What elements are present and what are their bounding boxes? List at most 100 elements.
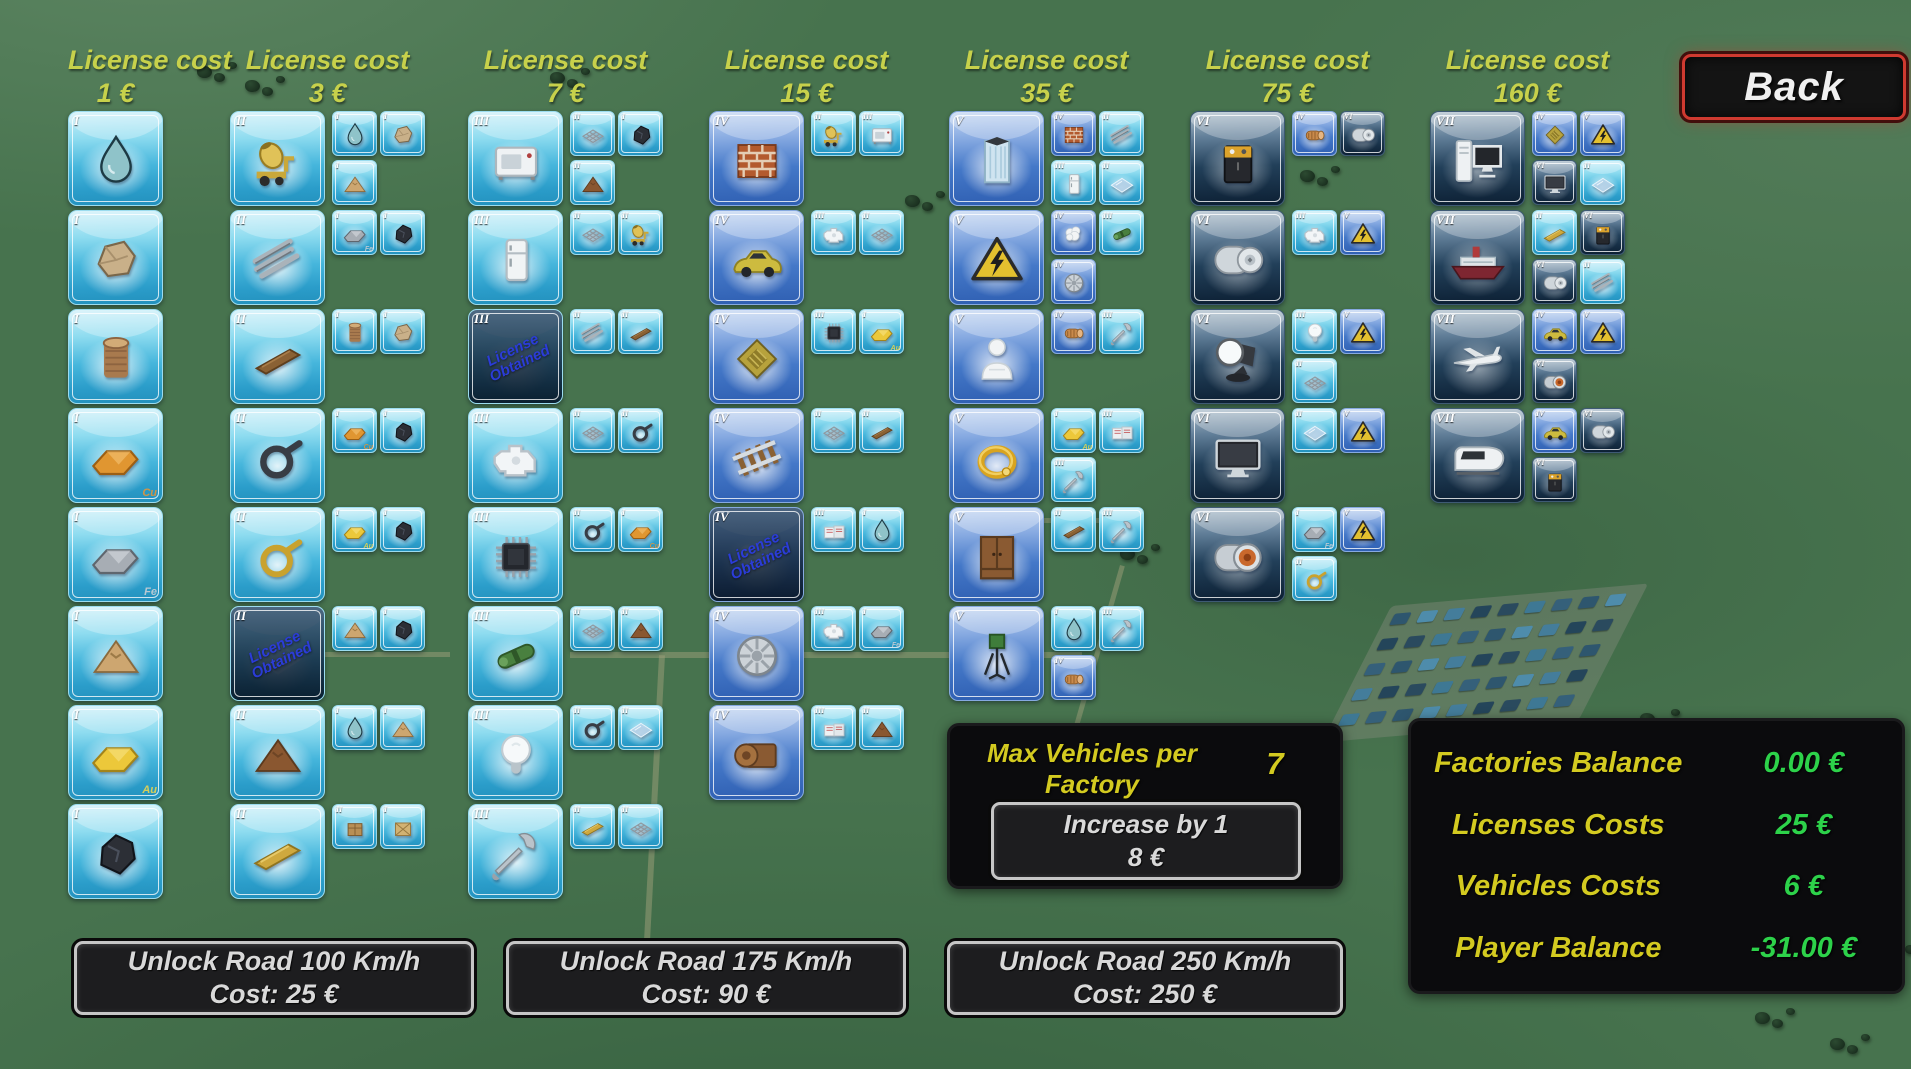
license-tile-water[interactable]: I: [68, 111, 163, 206]
license-tile-plank[interactable]: II: [230, 309, 325, 404]
tier-numeral: V: [955, 410, 964, 425]
license-tile-stone[interactable]: I: [68, 210, 163, 305]
license-tile-wardrobe[interactable]: V: [949, 507, 1044, 602]
license-tile-cpu[interactable]: IV: [709, 309, 804, 404]
tile-gloss: [860, 211, 903, 224]
license-obtained-text: License Obtained: [245, 626, 315, 682]
license-tile-bullet-train[interactable]: VII: [1430, 408, 1525, 503]
license-tile-microchip[interactable]: III: [468, 507, 563, 602]
license-tile-sand[interactable]: I: [68, 606, 163, 701]
increase-vehicles-button[interactable]: Increase by 1 8 €: [991, 802, 1301, 880]
tier-numeral: III: [474, 311, 490, 326]
ingredient-clay: II: [570, 160, 615, 205]
license-tile-battery[interactable]: VI: [1190, 111, 1285, 206]
license-tile-car[interactable]: IV: [709, 210, 804, 305]
license-tile-statue[interactable]: V: [949, 309, 1044, 404]
tier-numeral: VI: [1584, 211, 1593, 220]
license-tile-computer[interactable]: VII: [1430, 111, 1525, 206]
license-tile-oven[interactable]: III: [468, 111, 563, 206]
tile-gloss: [1293, 359, 1336, 372]
license-tile-gold-ring[interactable]: V: [949, 408, 1044, 503]
license-tile-searchlight[interactable]: VI: [1190, 309, 1285, 404]
license-tile-wheel[interactable]: IV: [709, 606, 804, 701]
tile-gloss: [571, 805, 614, 818]
tile-gloss: [1341, 508, 1384, 521]
tile-gloss: [1533, 359, 1576, 372]
copper-icon: [626, 516, 656, 546]
license-tile-wrench[interactable]: III: [468, 804, 563, 899]
tier-numeral: II: [236, 806, 247, 821]
license-tile-street-lamp[interactable]: V: [949, 606, 1044, 701]
license-tile-wood-log[interactable]: I: [68, 309, 163, 404]
clay-icon: [246, 723, 310, 787]
license-tile-airplane[interactable]: VII: [1430, 309, 1525, 404]
iron-icon: [867, 615, 897, 645]
ingredient-cotton: IV: [1051, 210, 1096, 255]
ingredient-motor: VI: [1340, 111, 1385, 156]
tier-numeral: II: [1103, 112, 1110, 121]
tile-bloom: [1057, 470, 1090, 498]
water-icon: [340, 714, 370, 744]
license-tile-clay[interactable]: II: [230, 705, 325, 800]
glass-icon: [1588, 169, 1618, 199]
license-tile-leather[interactable]: IV: [709, 705, 804, 800]
hazard-icon: [1588, 120, 1618, 150]
ingredient-beam: II: [570, 804, 615, 849]
tier-numeral: I: [1055, 409, 1059, 418]
engine-icon: [819, 615, 849, 645]
ingredient-cable: II: [570, 705, 615, 750]
license-tile-high-voltage-sign[interactable]: V: [949, 210, 1044, 305]
ingredient-mesh: II: [570, 210, 615, 255]
license-tile-steel-pipes[interactable]: II: [230, 210, 325, 305]
tier-numeral: I: [74, 212, 80, 227]
license-tile-fridge[interactable]: III: [468, 210, 563, 305]
license-tile-bricks[interactable]: IV: [709, 111, 804, 206]
increase-vehicles-label: Increase by 1: [1063, 809, 1229, 839]
back-button[interactable]: Back: [1682, 54, 1906, 120]
license-tile-beam[interactable]: II: [230, 804, 325, 899]
tile-gloss: [1293, 310, 1336, 323]
license-tile-engine[interactable]: III: [468, 408, 563, 503]
license-tile-dynamite[interactable]: III: [468, 606, 563, 701]
license-tile-skyscraper[interactable]: V: [949, 111, 1044, 206]
license-tile-electric-motor[interactable]: VI: [1190, 210, 1285, 305]
ingredient-bulb: III: [1292, 309, 1337, 354]
tile-gloss: [571, 211, 614, 224]
water-icon: [867, 516, 897, 546]
iron-icon: [84, 525, 148, 589]
license-tile-light-bulb[interactable]: III: [468, 705, 563, 800]
license-tile-tv-monitor[interactable]: VI: [1190, 408, 1285, 503]
coal-icon: [84, 822, 148, 886]
license-tile-gold-wire[interactable]: II: [230, 507, 325, 602]
wheel-icon: [1059, 268, 1089, 298]
tier-numeral: II: [1103, 161, 1110, 170]
license-tile-coal[interactable]: I: [68, 804, 163, 899]
tv-icon: [1540, 169, 1570, 199]
tier-numeral: III: [474, 707, 490, 722]
license-tile-copper-cable[interactable]: II: [230, 408, 325, 503]
tile-gloss: [812, 310, 855, 323]
tile-gloss: [1100, 112, 1143, 125]
tier-numeral: I: [336, 310, 340, 319]
tier-numeral: IV: [1536, 112, 1545, 121]
license-tile-rails[interactable]: IV: [709, 408, 804, 503]
ingredient-sand: I: [332, 606, 377, 651]
bulb-icon: [1300, 318, 1330, 348]
license-tile-cruise-ship[interactable]: VII: [1430, 210, 1525, 305]
ingredient-sand: I: [380, 705, 425, 750]
turbine-icon: [1540, 367, 1570, 397]
license-tile-jet-turbine[interactable]: VI: [1190, 507, 1285, 602]
license-tile-concrete[interactable]: II: [230, 111, 325, 206]
